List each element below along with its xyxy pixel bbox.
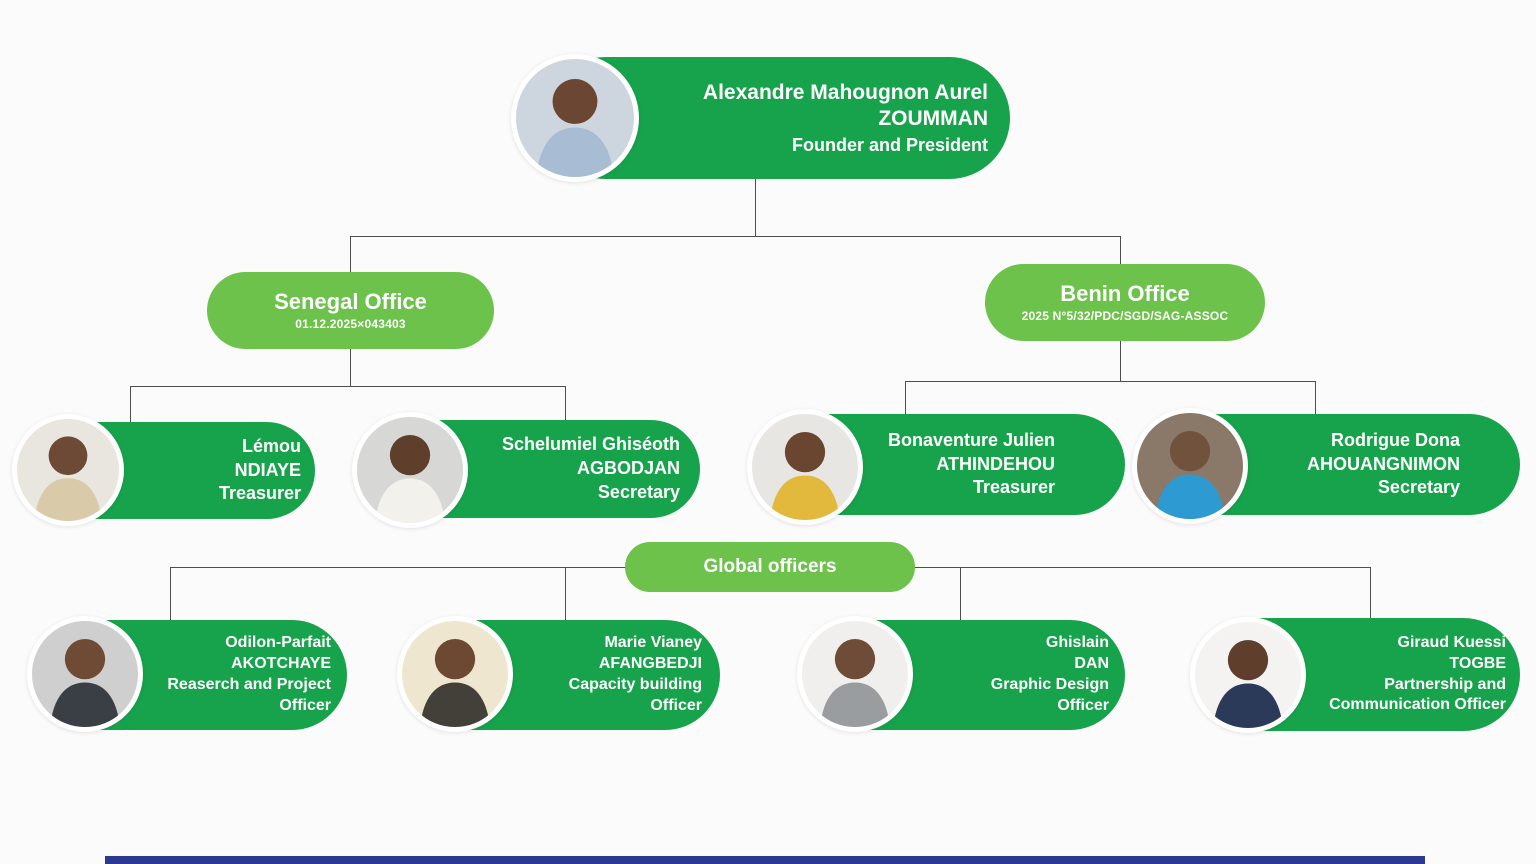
member-card-odilon-akotchaye: Odilon-Parfait AKOTCHAYE Reaserch and Pr… <box>27 616 347 732</box>
connector-line <box>130 386 565 387</box>
connector-line <box>130 386 131 424</box>
connector-line <box>350 236 351 272</box>
office-registration: 01.12.2025×043403 <box>295 316 406 331</box>
connector-line <box>905 381 906 417</box>
avatar <box>1132 408 1248 524</box>
member-role: Secretary <box>1377 477 1460 498</box>
president-title: Founder and President <box>791 135 988 156</box>
office-name: Senegal Office <box>274 289 427 315</box>
avatar <box>747 409 863 525</box>
avatar <box>12 414 124 526</box>
office-registration: 2025 N°5/32/PDC/SGD/SAG-ASSOC <box>1021 308 1229 323</box>
person-silhouette-icon <box>536 79 614 177</box>
footer-accent-bar <box>105 856 1425 864</box>
person-silhouette-icon <box>820 639 890 727</box>
member-name: Schelumiel Ghiséoth AGBODJAN <box>501 434 680 479</box>
connector-line <box>350 236 1120 237</box>
member-card-schelumiel-agbodjan: Schelumiel Ghiséoth AGBODJAN Secretary <box>352 412 700 528</box>
connector-line <box>905 381 1315 382</box>
member-name: Marie Vianey AFANGBEDJI <box>598 634 702 673</box>
avatar <box>27 616 143 732</box>
avatar <box>1190 617 1306 733</box>
president-card: Alexandre Mahougnon Aurel ZOUMMAN Founde… <box>511 54 1010 182</box>
member-name: Rodrigue Dona AHOUANGNIMON <box>1307 429 1460 474</box>
member-role: Partnership and Communication Officer <box>1329 675 1506 714</box>
member-role: Reaserch and Project Officer <box>167 676 331 714</box>
connector-line <box>565 386 566 422</box>
member-card-rodrigue-ahouangnimon: Rodrigue Dona AHOUANGNIMON Secretary <box>1132 408 1520 524</box>
office-card-senegal: Senegal Office 01.12.2025×043403 <box>207 272 494 349</box>
global-officers-text: Global officers <box>703 556 837 577</box>
person-silhouette-icon <box>50 639 120 727</box>
member-card-lemou-ndiaye: Lémou NDIAYE Treasurer <box>12 414 315 526</box>
connector-line <box>1120 236 1121 264</box>
member-role: Secretary <box>597 481 680 502</box>
member-name: Odilon-Parfait AKOTCHAYE <box>225 634 331 673</box>
member-role: Treasurer <box>972 477 1055 498</box>
connector-line <box>1370 567 1371 618</box>
connector-line <box>565 567 566 620</box>
connector-line <box>960 567 961 620</box>
person-silhouette-icon <box>34 436 102 521</box>
person-silhouette-icon <box>1213 640 1283 728</box>
member-name: Bonaventure Julien ATHINDEHOU <box>887 429 1055 474</box>
member-card-ghislain-dan: Ghislain DAN Graphic Design Officer <box>797 616 1125 732</box>
member-name: Ghislain DAN <box>1045 634 1109 673</box>
person-silhouette-icon <box>375 435 445 523</box>
global-officers-label: Global officers <box>625 542 915 592</box>
member-role: Graphic Design Officer <box>990 676 1109 714</box>
office-name: Benin Office <box>1060 281 1190 307</box>
member-card-bonaventure-athindehou: Bonaventure Julien ATHINDEHOU Treasurer <box>747 409 1125 525</box>
avatar <box>352 412 468 528</box>
member-name: Lémou NDIAYE <box>234 435 301 480</box>
member-card-giraud-togbe: Giraud Kuessi TOGBE Partnership and Comm… <box>1190 617 1520 733</box>
connector-line <box>755 179 756 236</box>
person-silhouette-icon <box>770 432 840 520</box>
member-card-marie-afangbedji: Marie Vianey AFANGBEDJI Capacity buildin… <box>397 616 720 732</box>
office-card-benin: Benin Office 2025 N°5/32/PDC/SGD/SAG-ASS… <box>985 264 1265 341</box>
person-silhouette-icon <box>420 639 490 727</box>
person-silhouette-icon <box>1155 431 1225 519</box>
connector-line <box>170 567 171 622</box>
member-name: Giraud Kuessi TOGBE <box>1397 633 1506 672</box>
avatar <box>797 616 913 732</box>
member-role: Capacity building Officer <box>568 676 702 714</box>
avatar <box>397 616 513 732</box>
connector-line <box>1120 341 1121 381</box>
president-name: Alexandre Mahougnon Aurel ZOUMMAN <box>702 80 988 130</box>
president-avatar <box>511 54 639 182</box>
connector-line <box>350 349 351 386</box>
member-role: Treasurer <box>218 483 301 504</box>
connector-line <box>1315 381 1316 417</box>
